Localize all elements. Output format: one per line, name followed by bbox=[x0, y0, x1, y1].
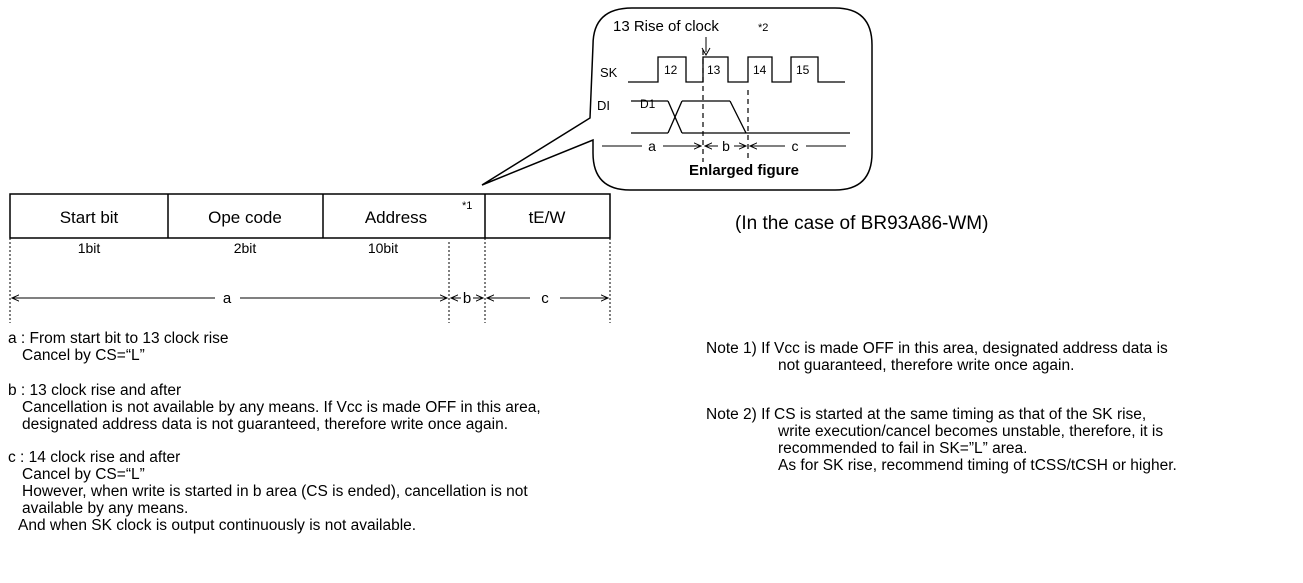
legend-a-line: Cancel by CS=“L” bbox=[22, 347, 145, 364]
field-tew: tE/W bbox=[529, 208, 566, 227]
di-label: DI bbox=[597, 98, 610, 113]
clock-label-14: 14 bbox=[753, 63, 767, 77]
legend-a-title: a : From start bit to 13 clock rise bbox=[8, 330, 229, 347]
field-ope-code: Ope code bbox=[208, 208, 282, 227]
seq-box bbox=[9, 193, 611, 239]
field-start-bit: Start bit bbox=[60, 208, 119, 227]
legend-c-line: However, when write is started in b area… bbox=[22, 483, 528, 500]
note-2-line: Note 2) If CS is started at the same tim… bbox=[706, 406, 1147, 423]
legend-c-line: And when SK clock is output continuously… bbox=[18, 517, 417, 534]
enlarged-caption: Enlarged figure bbox=[689, 162, 799, 179]
legend-c-line: Cancel by CS=“L” bbox=[22, 466, 145, 483]
sk-label: SK bbox=[600, 65, 618, 80]
range-a-label: a bbox=[223, 290, 232, 307]
note-2-line: recommended to fail in SK=”L” area. bbox=[778, 440, 1028, 457]
legend-b-title: b : 13 clock rise and after bbox=[8, 382, 182, 399]
enlarged-range-c: c bbox=[792, 138, 799, 154]
data-label-d1: D1 bbox=[640, 97, 656, 111]
note-2-line: As for SK rise, recommend timing of tCSS… bbox=[778, 457, 1177, 474]
note-2: Note 2) If CS is started at the same tim… bbox=[706, 406, 1177, 474]
bits-address: 10bit bbox=[368, 240, 398, 256]
instruction-sequence: Start bit Ope code Address *1 tE/W 1bit … bbox=[9, 193, 611, 323]
sk-waveform bbox=[628, 56, 845, 83]
legend-c-line: available by any means. bbox=[22, 500, 189, 517]
field-address: Address bbox=[365, 208, 427, 227]
enlarged-header: 13 Rise of clock bbox=[613, 18, 719, 35]
bits-opecode: 2bit bbox=[234, 240, 257, 256]
enlarged-footnote: *2 bbox=[758, 22, 768, 34]
note-1-line: not guaranteed, therefore write once aga… bbox=[778, 357, 1075, 374]
clock-label-12: 12 bbox=[664, 63, 678, 77]
enlarged-callout: 13 Rise of clock *2 SK 12 13 14 15 DI D1… bbox=[481, 7, 873, 191]
note-1: Note 1) If Vcc is made OFF in this area,… bbox=[706, 340, 1168, 374]
range-b-label: b bbox=[463, 290, 471, 307]
enlarged-range-a: a bbox=[648, 138, 656, 154]
enlarged-range-b: b bbox=[722, 138, 730, 154]
device-note: (In the case of BR93A86-WM) bbox=[735, 213, 988, 234]
note-2-line: write execution/cancel becomes unstable,… bbox=[778, 423, 1164, 440]
clock-label-15: 15 bbox=[796, 63, 810, 77]
legend-b-line: designated address data is not guarantee… bbox=[22, 416, 508, 433]
legend-c-title: c : 14 clock rise and after bbox=[8, 449, 181, 466]
note-1-line: Note 1) If Vcc is made OFF in this area,… bbox=[706, 340, 1168, 357]
legend-b: b : 13 clock rise and after Cancellation… bbox=[8, 382, 541, 433]
address-footnote: *1 bbox=[462, 200, 472, 212]
legend-b-line: Cancellation is not available by any mea… bbox=[22, 399, 541, 416]
bits-start: 1bit bbox=[78, 240, 101, 256]
clock-label-13: 13 bbox=[707, 63, 721, 77]
callout-bubble bbox=[481, 7, 873, 191]
range-c-label: c bbox=[541, 290, 549, 307]
legend-a: a : From start bit to 13 clock rise Canc… bbox=[8, 330, 229, 364]
legend-c: c : 14 clock rise and after Cancel by CS… bbox=[8, 449, 528, 534]
di-waveform bbox=[631, 100, 850, 134]
